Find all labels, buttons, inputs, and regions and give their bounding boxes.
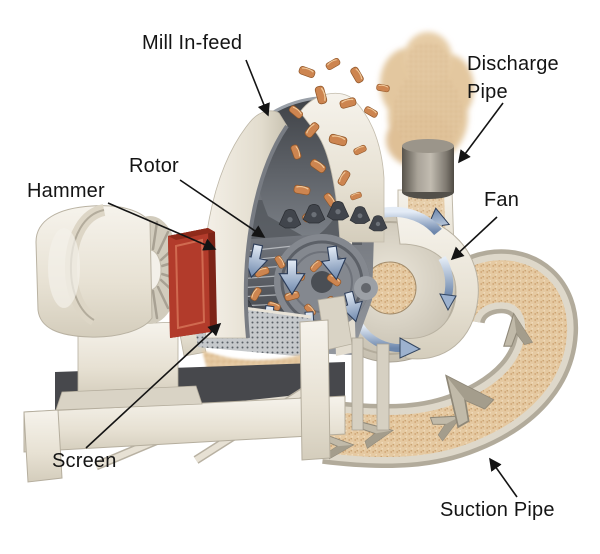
label-hammer: Hammer [27,180,105,202]
housing-right-wall [299,92,385,243]
leader-discharge-pipe [458,102,504,164]
suction-pipe [322,249,579,469]
leader-lines [85,59,518,498]
fan-support-column [299,319,331,461]
leader-rotor [179,179,266,238]
discharge-pipe [402,139,454,199]
label-suction-pipe: Suction Pipe [440,499,555,521]
coupling-guard [168,228,217,338]
leader-fan [450,216,498,261]
dust-plume [380,32,474,168]
label-fan: Fan [484,189,520,211]
leader-mill-infeed [245,59,270,117]
label-discharge-pipe: Discharge Pipe [467,53,559,103]
leader-suction-pipe [489,457,518,498]
label-screen: Screen [52,450,117,472]
label-rotor: Rotor [129,155,179,177]
leader-screen [85,322,222,449]
label-mill-infeed: Mill In-feed [142,32,243,54]
leader-hammer [107,202,217,251]
